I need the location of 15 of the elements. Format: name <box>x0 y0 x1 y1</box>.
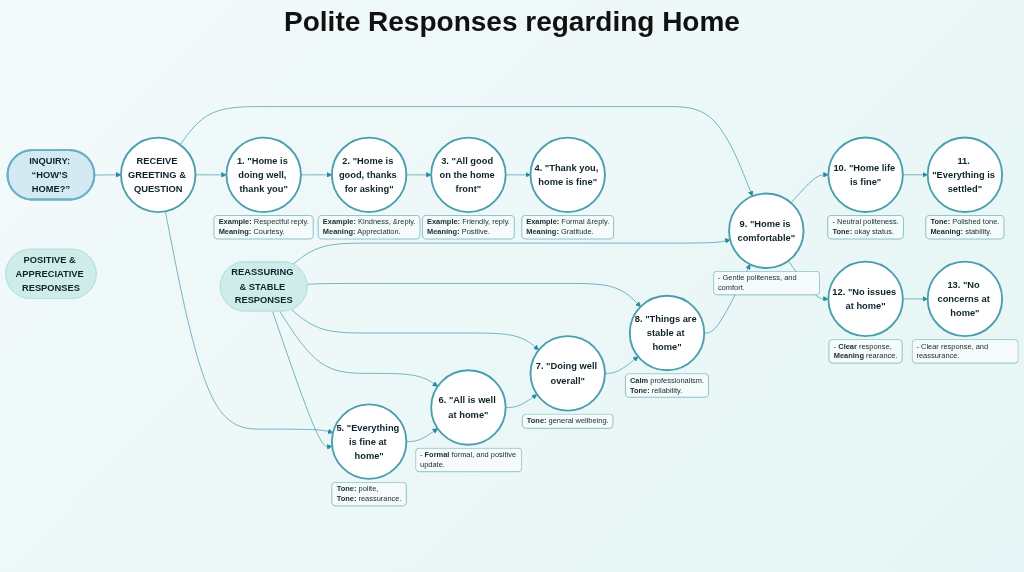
node-circle: 11. "Everything is settled" <box>926 136 1004 213</box>
title: Polite Responses regarding Home <box>283 6 741 38</box>
node-circle: 2. "Home is good, thanks for asking" <box>330 136 408 213</box>
node-circle: 10. "Home life is fine" <box>827 136 904 213</box>
node-circle: 12. "No issues at home" <box>827 260 904 338</box>
node-circle: 4. "Thank you, home is fine" <box>529 136 606 213</box>
node-circle: 6. "All is well at home" <box>430 369 507 446</box>
node-circle: 9. "Home is comfortable" <box>728 192 805 269</box>
node-circle: 7. "Doing well overall" <box>529 335 606 412</box>
node-circle: 1. "Home is doing well, thank you" <box>225 136 302 213</box>
node-circle: 3. "All good on the home front" <box>430 136 507 213</box>
node-circle: 8. "Things are stable at home" <box>628 294 706 372</box>
node-circle: 5. "Everything is fine at home" <box>330 403 408 480</box>
node-circle: 13. "No concerns at home" <box>926 260 1004 338</box>
node-circle: RECEIVE GREETING & QUESTION <box>120 136 197 213</box>
